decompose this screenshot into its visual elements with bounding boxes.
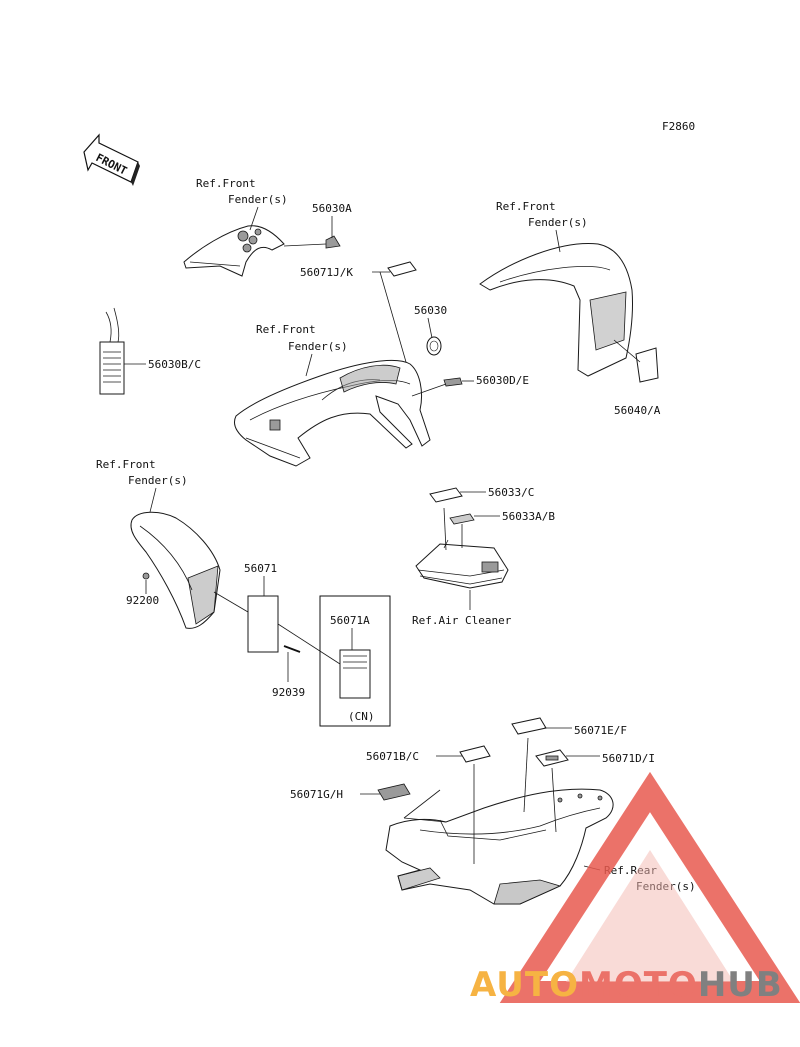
sticker-56071ef <box>511 717 547 735</box>
front-arrow-icon: FRONT <box>83 133 140 186</box>
label-56030bc: 56030B/C <box>148 358 201 371</box>
label-ref-front-fender-4a: Ref.Front <box>96 458 156 471</box>
label-56030: 56030 <box>414 304 447 317</box>
svg-text:AUTOMOTOHUB: AUTOMOTOHUB <box>470 965 783 1005</box>
label-ref-front-fender-3a: Ref.Front <box>256 323 316 336</box>
label-92200: 92200 <box>126 594 159 607</box>
figure-code: F2860 <box>662 120 695 133</box>
label-56071di: 56071D/I <box>602 752 655 765</box>
label-56033ab: 56033A/B <box>502 510 555 523</box>
label-92039: 92039 <box>272 686 305 699</box>
front-fender-upper-part <box>183 225 285 277</box>
label-ref-front-fender-1a: Ref.Front <box>196 177 256 190</box>
front-fender-right <box>479 243 634 377</box>
label-56071bc: 56071B/C <box>366 750 419 763</box>
label-56030de: 56030D/E <box>476 374 529 387</box>
label-56033c: 56033/C <box>488 486 534 499</box>
sticker-56030a <box>325 235 341 249</box>
label-56030a: 56030A <box>312 202 352 215</box>
label-ref-front-fender-1b: Fender(s) <box>228 193 288 206</box>
watermark-part3: HUB <box>698 965 783 1005</box>
label-56040a: 56040/A <box>614 404 661 417</box>
label-ref-air-cleaner: Ref.Air Cleaner <box>412 614 512 627</box>
label-56071: 56071 <box>244 562 277 575</box>
watermark-part1: AUTO <box>470 965 579 1005</box>
hang-tag-56030bc <box>99 307 125 395</box>
watermark-part2: MOTO <box>579 965 698 1005</box>
sticker-56030de <box>443 377 463 387</box>
label-ref-front-fender-4b: Fender(s) <box>128 474 188 487</box>
plate-56071 <box>247 595 279 653</box>
sticker-56033c <box>429 487 463 503</box>
label-56071ef: 56071E/F <box>574 724 627 737</box>
front-fender-left-side <box>130 511 221 629</box>
front-fender-main <box>233 359 431 467</box>
sticker-56071jk <box>387 261 417 277</box>
cn-box <box>319 595 391 727</box>
automotohub-watermark: AUTOMOTOHUB <box>470 771 800 1005</box>
bolt-92200 <box>142 572 150 580</box>
label-cn: (CN) <box>348 710 375 723</box>
label-56071gh: 56071G/H <box>290 788 343 801</box>
sticker-56071bc <box>459 745 491 763</box>
label-56071a: 56071A <box>330 614 370 627</box>
sticker-56033ab <box>449 513 475 525</box>
rivet-92039 <box>283 645 301 653</box>
sticker-56071gh <box>377 783 411 801</box>
label-56071jk: 56071J/K <box>300 266 353 279</box>
sticker-56040a <box>635 347 659 383</box>
plate-56071a <box>339 649 371 699</box>
rear-fender <box>385 788 614 905</box>
label-ref-front-fender-2a: Ref.Front <box>496 200 556 213</box>
label-ref-front-fender-2b: Fender(s) <box>528 216 588 229</box>
air-cleaner <box>415 539 509 589</box>
label-ref-front-fender-3b: Fender(s) <box>288 340 348 353</box>
